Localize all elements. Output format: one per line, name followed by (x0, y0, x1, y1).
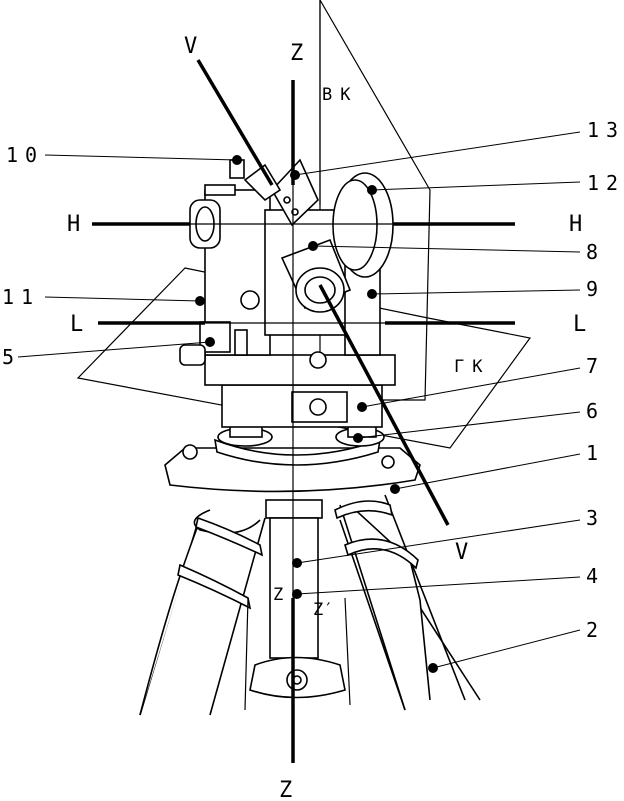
plane-label-horizontal: ГК (454, 357, 490, 377)
axis-label-v-bottom: V (455, 540, 468, 565)
axis-v (196, 59, 274, 186)
plane-label-vertical: ВК (322, 85, 358, 105)
horizontal-plane (76, 267, 532, 449)
callout-11: 11 (2, 285, 40, 309)
callout-12: 12 (587, 171, 624, 195)
callout-8: 8 (586, 240, 605, 264)
axis-label-h-left: H (67, 212, 80, 237)
callout-1: 1 (586, 441, 605, 465)
alidade (179, 158, 396, 428)
axis-label-z-bottom: Z (279, 778, 292, 801)
callout-dots (195, 155, 438, 673)
axis-label-v-top: V (184, 34, 197, 59)
axis-label-z-small: Z (273, 585, 283, 605)
callout-13: 13 (587, 118, 624, 142)
callout-5: 5 (2, 345, 21, 369)
axis-label-h-right: H (569, 212, 582, 237)
callout-9: 9 (586, 277, 605, 301)
callout-leaders (17, 131, 581, 669)
callout-7: 7 (586, 354, 605, 378)
axis-label-l-left: L (70, 312, 83, 337)
callout-3: 3 (586, 506, 605, 530)
tripod (139, 494, 481, 716)
axis-label-z-prime: Z′ (313, 600, 333, 620)
axis-label-z-top: Z (290, 41, 303, 66)
callout-10: 10 (6, 143, 44, 167)
callout-4: 4 (586, 564, 605, 588)
callout-6: 6 (586, 399, 605, 423)
callout-2: 2 (586, 618, 605, 642)
axis-label-l-right: L (573, 312, 586, 337)
